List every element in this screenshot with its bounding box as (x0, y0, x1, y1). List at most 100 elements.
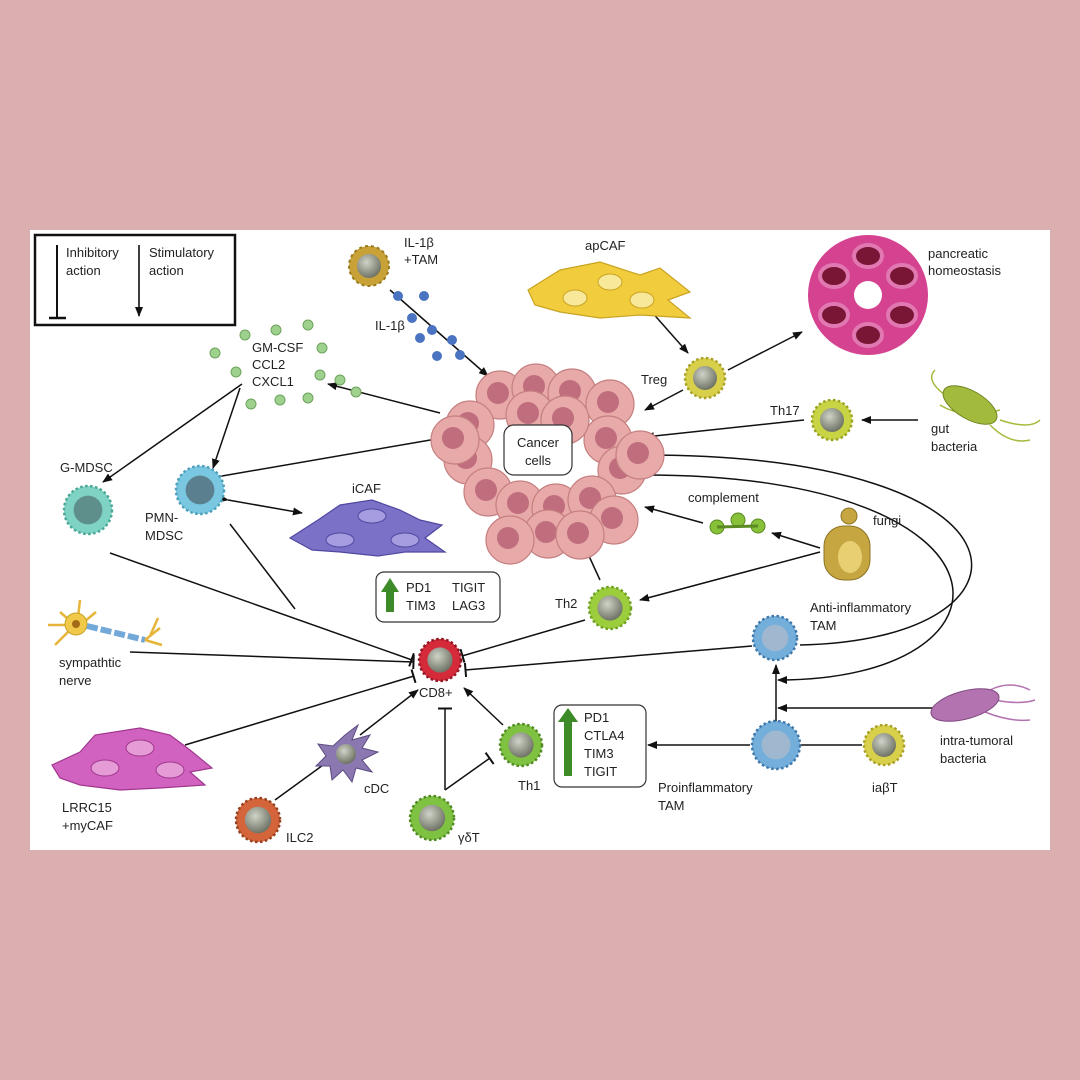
th17-label: Th17 (770, 403, 800, 418)
complement-label: complement (688, 490, 759, 505)
pro-tam-label-1: Proinflammatory (658, 780, 753, 795)
loop-cancer-to-antitam (644, 454, 973, 646)
upregulation-arrow-icon (381, 578, 399, 612)
cd8-cell (417, 637, 463, 683)
arrow-cancer-to-cytokines (327, 382, 441, 414)
pro-tam-cell (750, 719, 802, 771)
pmn-mdsc-label-2: MDSC (145, 528, 183, 543)
sympathetic-label-1: sympathtic (59, 655, 122, 670)
cytokine-label-1: GM-CSF (252, 340, 303, 355)
arrow-cytokines-to-gmdsc (102, 383, 243, 483)
arrow-il1b-to-cancer (389, 289, 489, 377)
cancer-cells-label-2: cells (525, 453, 552, 468)
intra-bacteria-label-2: bacteria (940, 751, 987, 766)
cancer-cell (615, 430, 665, 480)
arrow-treg-to-cancer (644, 389, 684, 411)
anti-tam-label-1: Anti-inflammatory (810, 600, 912, 615)
cytokine-label-2: CCL2 (252, 357, 285, 372)
connectors (102, 289, 973, 801)
icaf-cells (288, 499, 447, 557)
iabt-label: iaβT (872, 780, 898, 795)
g-mdsc-label: G-MDSC (60, 460, 113, 475)
anti-tam-cell (751, 614, 799, 662)
inhibit-th2-to-cd8 (459, 619, 586, 663)
intra-bacteria-label-1: intra-tumoral (940, 733, 1013, 748)
sympathetic-nerve-icon (48, 599, 163, 647)
line-ilc2-to-cdc (274, 759, 331, 801)
th1-marker-3: TIM3 (584, 746, 614, 761)
arrow-pmnmdsc-icaf (218, 494, 303, 516)
cdc-cell (314, 723, 380, 784)
cd8-marker-2: TIGIT (452, 580, 485, 595)
inhibit-mycaf-to-cd8 (184, 669, 417, 746)
cytokine-dots (209, 319, 362, 410)
cancer-cells-label-1: Cancer (517, 435, 560, 450)
il1b-dots (393, 291, 465, 361)
inhibit-antitam-to-cd8 (463, 645, 753, 678)
apcaf-cells (527, 261, 692, 319)
treg-cell (683, 356, 727, 400)
arrow-treg-to-pancreas (727, 331, 803, 371)
arrow-cdc-to-cd8 (359, 689, 419, 736)
inhibit-gdt-to-th1 (444, 752, 495, 791)
arrow-apcaf-to-treg (649, 309, 689, 354)
arrow-cytokines-to-pmnmdsc (212, 387, 241, 469)
gut-bacteria-label-1: gut (931, 421, 949, 436)
mycaf-cells (51, 727, 214, 791)
il1b-tam-label-1: IL-1β (404, 235, 434, 250)
apcaf-label: apCAF (585, 238, 626, 253)
th17-cell (810, 398, 854, 442)
cd8-label: CD8+ (419, 685, 453, 700)
cd8-marker-1: PD1 (406, 580, 431, 595)
legend-inhibitory-1: Inhibitory (66, 245, 119, 260)
cancer-cells-label-box (503, 424, 573, 476)
il1b-tam-cell (348, 245, 390, 287)
diagram-panel: Inhibitory action Stimulatory action (30, 230, 1050, 850)
il1b-tam-label-2: +TAM (404, 252, 438, 267)
arrow-th17-to-cancer (644, 419, 805, 441)
cd8-marker-4: LAG3 (452, 598, 485, 613)
loop-cancer-to-protam (635, 470, 954, 684)
legend-inhibitory-2: action (66, 263, 101, 278)
anti-tam-label-2: TAM (810, 618, 836, 633)
ilc2-label: ILC2 (286, 830, 313, 845)
il1b-label: IL-1β (375, 318, 405, 333)
th1-cell (498, 722, 544, 768)
inhibit-nerve-to-cd8 (129, 651, 415, 670)
arrow-fungi-to-complement (771, 531, 821, 549)
th1-marker-2: CTLA4 (584, 728, 624, 743)
legend-stimulatory-2: action (149, 263, 184, 278)
round-cells (62, 356, 906, 844)
cancer-cell (430, 415, 480, 465)
pro-tam-label-2: TAM (658, 798, 684, 813)
pancreatic-label-1: pancreatic (928, 246, 988, 261)
treg-label: Treg (641, 372, 667, 387)
fungi-label: fungi (873, 513, 901, 528)
legend: Inhibitory action Stimulatory action (33, 233, 237, 327)
th2-label: Th2 (555, 596, 577, 611)
cdc-label: cDC (364, 781, 389, 796)
cancer-cell-cluster: Cancer cells (430, 363, 665, 565)
th1-marker-box: PD1 CTLA4 TIM3 TIGIT (553, 704, 647, 788)
pmn-mdsc-label-1: PMN- (145, 510, 178, 525)
pmn-mdsc-cell (174, 464, 226, 516)
diagram-canvas: Inhibitory action Stimulatory action (33, 233, 1041, 845)
complement-icon (709, 512, 766, 535)
arrow-fungi-to-th2 (639, 551, 821, 602)
sympathetic-label-2: nerve (59, 673, 92, 688)
icaf-label: iCAF (352, 481, 381, 496)
arrow-th1-to-cd8 (463, 687, 504, 726)
lrrc15-label-1: LRRC15 (62, 800, 112, 815)
th1-marker-4: TIGIT (584, 764, 617, 779)
gut-bacteria-icon (930, 369, 1041, 442)
lrrc15-label-2: +myCAF (62, 818, 113, 833)
cancer-cell (555, 510, 605, 560)
gdt-label: γδT (458, 830, 480, 845)
inhibit-gmdsc-to-cd8 (109, 552, 415, 667)
iabt-cell (862, 723, 906, 767)
pancreatic-label-2: homeostasis (928, 263, 1001, 278)
arrow-complement-to-cancer (644, 505, 704, 524)
th1-marker-1: PD1 (584, 710, 609, 725)
cytokine-label-3: CXCL1 (252, 374, 294, 389)
gdt-cell (408, 794, 456, 842)
